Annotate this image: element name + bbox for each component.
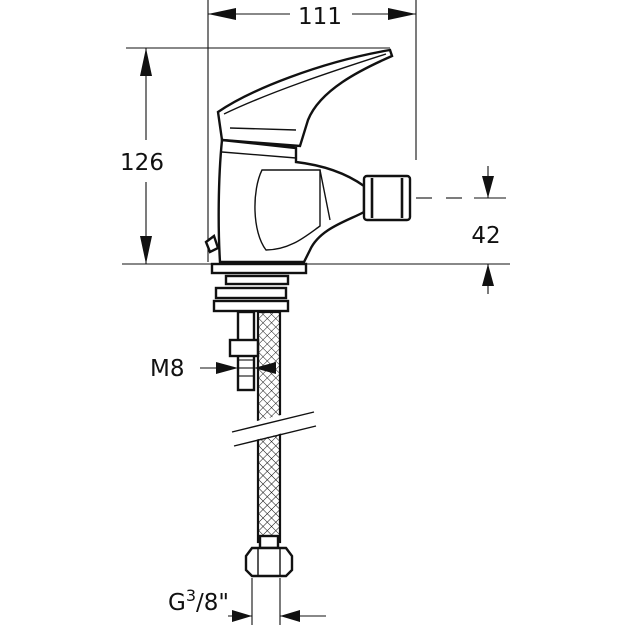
height-arrow-top: [140, 48, 152, 76]
washer-metal: [212, 299, 290, 313]
faucet-body: [204, 48, 412, 275]
lever-seam: [229, 127, 297, 131]
hose-ferrule: [258, 534, 280, 550]
bolt-thread-label: M8: [150, 356, 184, 382]
bolt-arrow-left: [216, 362, 238, 374]
lever-highlight: [223, 53, 387, 115]
connection-nut: [244, 546, 294, 578]
spout-height-dimension: 42: [416, 166, 506, 294]
connection-arrow-left: [232, 610, 252, 622]
body-seam: [221, 151, 297, 159]
spout-arrow-top: [482, 176, 494, 198]
connection-dimension: G3/8": [168, 578, 326, 625]
flexible-hose: [225, 310, 317, 578]
width-arrow-right: [388, 8, 416, 20]
break-line-top: [231, 411, 315, 433]
washer-rubber: [214, 286, 288, 300]
height-label: 126: [120, 150, 164, 176]
width-dimension: 111: [207, 0, 417, 262]
pop-up-knob: [204, 234, 220, 254]
body-housing: [217, 138, 366, 264]
spout-outlet: [362, 174, 412, 222]
break-line-bottom: [233, 425, 317, 447]
lever-handle: [216, 48, 394, 148]
connection-label: G3/8": [168, 586, 229, 616]
height-arrow-bottom: [140, 236, 152, 264]
spout-arrow-bottom: [482, 264, 494, 286]
base-plate: [210, 262, 308, 275]
height-dimension: 126: [120, 47, 510, 265]
width-arrow-left: [208, 8, 236, 20]
bolt-nut: [228, 338, 260, 358]
connection-arrow-right: [280, 610, 300, 622]
width-label: 111: [298, 4, 342, 30]
mounting-hardware: [212, 274, 290, 392]
body-bulge: [254, 169, 321, 251]
bulge-edge: [319, 169, 331, 221]
washer-top: [224, 274, 290, 286]
spout-height-label: 42: [471, 223, 500, 249]
